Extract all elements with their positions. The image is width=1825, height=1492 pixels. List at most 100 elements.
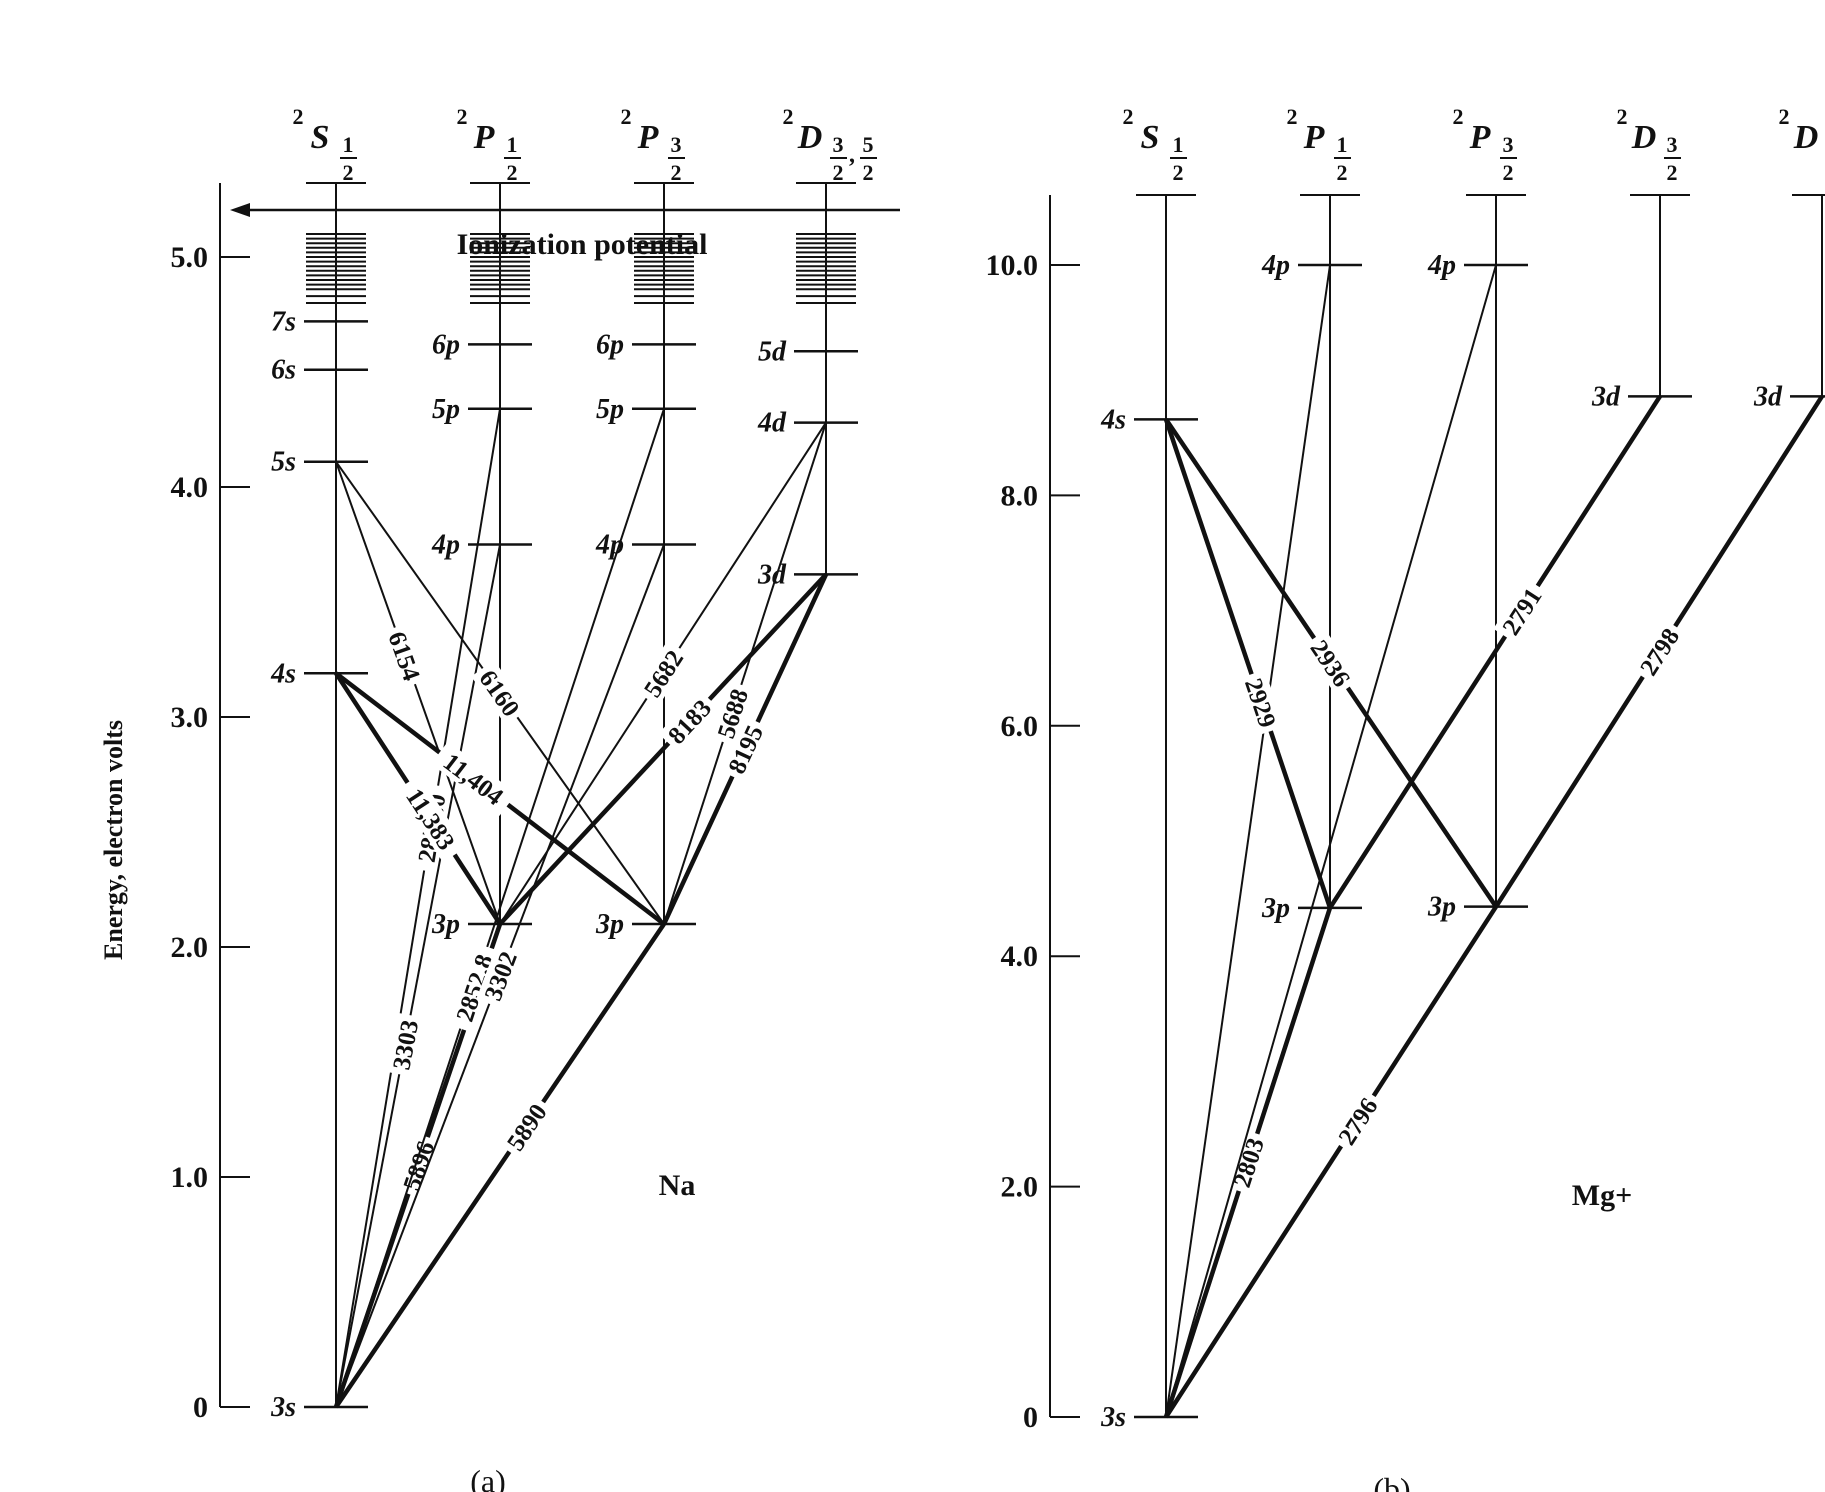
panel-caption: (a)	[470, 1463, 506, 1492]
term-letter: P	[1303, 119, 1325, 156]
level-label: 4s	[1100, 404, 1126, 435]
term-letter: P	[1469, 119, 1491, 156]
term-j-denominator: 2	[671, 160, 682, 185]
term-j-numerator: 3	[1503, 132, 1514, 157]
label-backdrop	[476, 942, 524, 1009]
level-label: 6p	[596, 329, 624, 360]
transition-line	[1328, 395, 1662, 910]
level-label: 6p	[432, 329, 460, 360]
tick-label: 2.0	[171, 931, 209, 964]
term-j-numerator: 5	[863, 132, 874, 157]
term-letter: D	[1631, 119, 1657, 156]
level-label: 3p	[431, 909, 460, 940]
term-j-denominator: 2	[1337, 160, 1348, 185]
tick-label: 10.0	[986, 249, 1039, 282]
transition-line	[335, 408, 665, 1408]
term-j-numerator: 1	[343, 132, 354, 157]
transition-label: 3303	[385, 1012, 425, 1077]
term-letter: S	[1141, 119, 1160, 156]
level-label: 5d	[758, 336, 787, 367]
level-label: 5p	[432, 394, 460, 425]
level-label: 4p	[1261, 250, 1290, 281]
y-axis-label: Energy, electron volts	[99, 720, 128, 960]
level-label: 4d	[757, 408, 787, 439]
transition-line	[1164, 905, 1498, 1419]
label-backdrop	[447, 942, 501, 1033]
tick-label: 4.0	[171, 471, 209, 504]
term-j-denominator: 2	[863, 160, 874, 185]
wavelength-label: 3303	[388, 1018, 424, 1072]
label-backdrop	[1631, 618, 1687, 685]
panel-na: Energy, electron volts Na (a) Ionization…	[99, 104, 900, 1492]
term-multiplicity: 2	[621, 104, 632, 129]
term-j-denominator: 2	[343, 160, 354, 185]
label-backdrop	[1225, 1129, 1271, 1196]
level-label: 3d	[1753, 381, 1783, 412]
transition-line	[335, 408, 501, 1408]
transition-line	[1165, 264, 1331, 1418]
term-multiplicity: 2	[1453, 104, 1464, 129]
level-label: 3s	[1100, 1402, 1126, 1433]
transition-label: 2796	[1329, 1088, 1386, 1154]
label-backdrop	[634, 640, 692, 707]
level-label: 4p	[431, 530, 460, 561]
level-label: 3p	[1261, 893, 1290, 924]
term-j-numerator: 1	[1173, 132, 1184, 157]
term-j-numerator: 3	[833, 132, 844, 157]
label-backdrop	[1238, 669, 1284, 736]
transition-label: 6154	[381, 622, 429, 689]
level-label: 3s	[270, 1392, 296, 1423]
term-j-denominator: 2	[1173, 160, 1184, 185]
tick-label: 2.0	[1001, 1171, 1039, 1204]
label-backdrop	[1493, 578, 1550, 644]
term-multiplicity: 2	[1287, 104, 1298, 129]
term-j-numerator: 1	[507, 132, 518, 157]
label-backdrop	[431, 741, 517, 816]
term-letter: P	[637, 119, 659, 156]
term-letter: P	[473, 119, 495, 156]
label-backdrop	[719, 716, 771, 783]
term-j-denominator: 2	[833, 160, 844, 185]
tick-label: 4.0	[1001, 940, 1039, 973]
transition-line	[335, 461, 501, 925]
tick-label: 1.0	[171, 1161, 209, 1194]
transition-label: 2936	[1302, 630, 1360, 696]
transition-line	[1163, 418, 1333, 909]
level-label: 7s	[271, 306, 296, 337]
species-label: Na	[659, 1169, 696, 1202]
term-letter: D	[1793, 119, 1819, 156]
transition-line	[334, 922, 666, 1409]
level-label: 4p	[1427, 250, 1456, 281]
level-label: 6s	[271, 355, 296, 386]
term-multiplicity: 2	[1779, 104, 1790, 129]
term-j-denominator: 2	[507, 160, 518, 185]
panel-caption: (b)	[1373, 1471, 1410, 1492]
term-letter: S	[311, 119, 330, 156]
tick-label: 0	[193, 1391, 208, 1424]
transition-line	[663, 422, 827, 925]
wavelength-label: 2929	[1239, 675, 1281, 731]
transition-label: 5682	[634, 640, 692, 707]
level-label: 3p	[595, 909, 624, 940]
term-j-numerator: 1	[1337, 132, 1348, 157]
label-backdrop	[395, 775, 467, 863]
term-multiplicity: 2	[457, 104, 468, 129]
arrow-head-icon	[230, 203, 250, 217]
term-j-denominator: 2	[1667, 160, 1678, 185]
label-backdrop	[709, 680, 755, 747]
label-backdrop	[385, 1012, 425, 1077]
transition-label: 2929	[1238, 669, 1284, 736]
species-label: Mg+	[1572, 1179, 1632, 1212]
level-label: 5p	[596, 394, 624, 425]
transition-line	[1165, 264, 1497, 1418]
level-label: 5s	[271, 447, 296, 478]
